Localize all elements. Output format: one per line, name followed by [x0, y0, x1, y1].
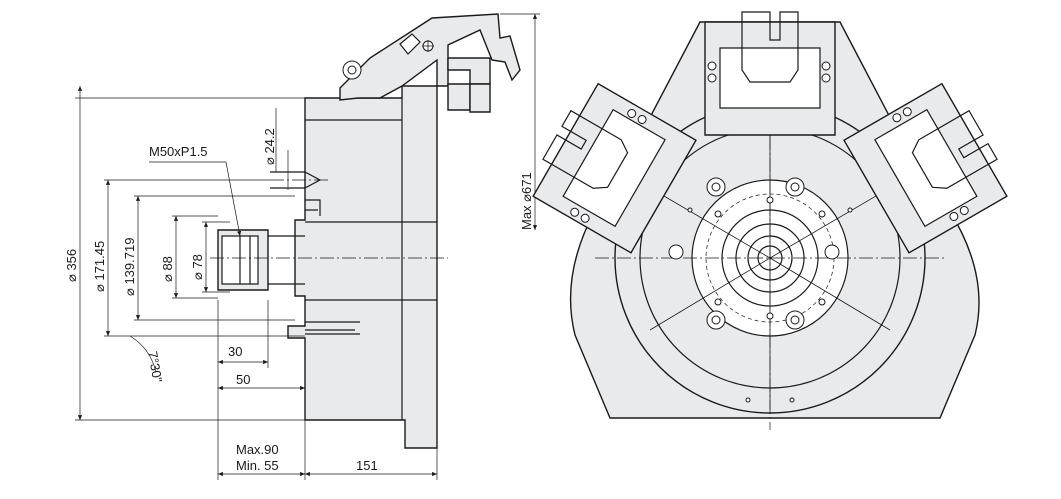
dim-171-45: ⌀ 171.45: [92, 241, 107, 292]
dim-139-719: ⌀ 139.719: [122, 238, 137, 296]
jaw-lower-right: [843, 82, 1008, 254]
jaw-step-2: [447, 83, 471, 111]
front-view: [532, 11, 1008, 430]
dim-88: ⌀ 88: [160, 256, 175, 282]
side-view: ⌀ 24.2 M50xP1.5 ⌀ 356 ⌀ 171.45 ⌀ 139.719…: [64, 13, 540, 480]
dim-50: 50: [236, 372, 250, 387]
thread-label: M50xP1.5: [149, 144, 208, 159]
jaw-step-1: [447, 57, 491, 85]
jaw-lower-left: [532, 82, 697, 254]
jaw-top: [339, 13, 521, 101]
dim-30: 30: [228, 344, 242, 359]
dim-angle: 7°30": [145, 350, 165, 384]
dim-min-55: Min. 55: [236, 458, 279, 473]
dim-max-671: Max ⌀671: [519, 172, 534, 230]
jaw-top-front: [704, 11, 836, 136]
jaw-step-3: [469, 83, 491, 113]
chuck-body: [287, 85, 438, 449]
dim-max-90: Max.90: [236, 442, 279, 457]
dim-24-2: ⌀ 24.2: [262, 128, 277, 165]
dim-356: ⌀ 356: [64, 249, 79, 282]
dim-151: 151: [356, 458, 378, 473]
lever-slot: [399, 33, 421, 55]
fitting: [305, 321, 360, 335]
dim-78: ⌀ 78: [190, 254, 205, 280]
